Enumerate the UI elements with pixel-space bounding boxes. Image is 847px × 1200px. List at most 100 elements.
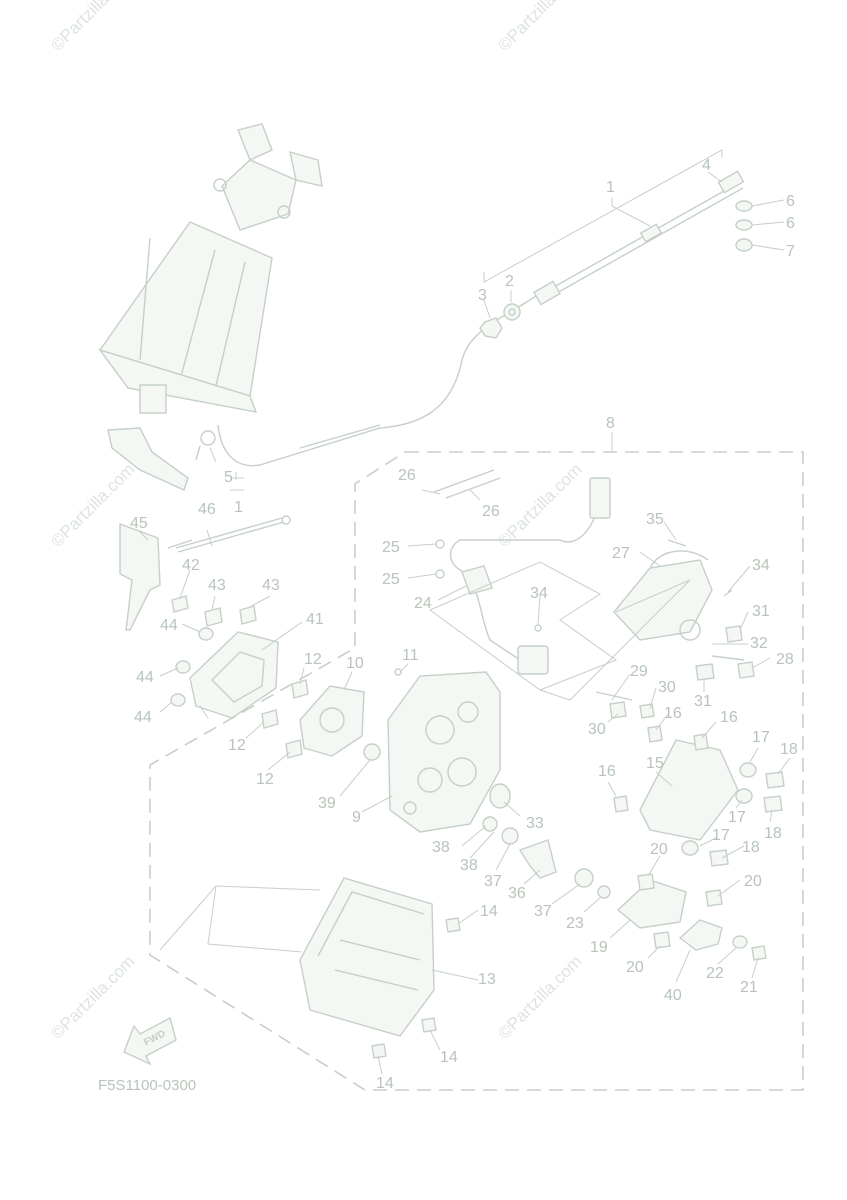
callout-3: 3 xyxy=(478,287,487,304)
bolts-42-43 xyxy=(171,595,257,627)
callout-33: 33 xyxy=(526,815,544,832)
callout-31b: 31 xyxy=(694,693,712,710)
callout-17c: 17 xyxy=(712,827,730,844)
callout-22: 22 xyxy=(706,965,724,982)
callout-18b: 18 xyxy=(764,825,782,842)
callout-21: 21 xyxy=(740,979,758,996)
callout-14c: 14 xyxy=(376,1075,394,1092)
callout-34b: 34 xyxy=(530,585,548,602)
callout-26b: 26 xyxy=(482,503,500,520)
callout-44b: 44 xyxy=(136,669,154,686)
control-rod xyxy=(175,515,291,553)
callout-20b: 20 xyxy=(744,873,762,890)
callout-15: 15 xyxy=(646,755,664,772)
callout-numbers: 1 4 6 6 7 2 3 8 5 1 26 26 35 45 46 25 27… xyxy=(130,157,798,1092)
callout-28: 28 xyxy=(776,651,794,668)
callout-16c: 16 xyxy=(598,763,616,780)
callout-9: 9 xyxy=(352,809,361,826)
callout-44c: 44 xyxy=(134,709,152,726)
callout-12a: 12 xyxy=(304,651,322,668)
watermark-6: ©Partzilla.com xyxy=(494,952,585,1043)
callout-12c: 12 xyxy=(256,771,274,788)
callout-38b: 38 xyxy=(460,857,478,874)
callout-18a: 18 xyxy=(780,741,798,758)
callout-36: 36 xyxy=(508,885,526,902)
gear-cover xyxy=(299,877,435,1037)
watermarks: ©Partzilla.com ©Partzilla.com ©Partzilla… xyxy=(47,0,585,1043)
callout-37b: 37 xyxy=(534,903,552,920)
main-housing xyxy=(363,668,501,833)
callout-16b: 16 xyxy=(720,709,738,726)
lower-bracket xyxy=(616,873,767,961)
nut-and-washer xyxy=(479,303,521,339)
callout-5: 5 xyxy=(224,469,233,486)
callout-24: 24 xyxy=(414,595,432,612)
callout-27: 27 xyxy=(612,545,630,562)
callout-14b: 14 xyxy=(440,1049,458,1066)
callout-26a: 26 xyxy=(398,467,416,484)
callout-16a: 16 xyxy=(664,705,682,722)
callout-30a: 30 xyxy=(658,679,676,696)
fwd-arrow-icon: FWD xyxy=(123,1016,177,1066)
callout-39: 39 xyxy=(318,795,336,812)
column-bracket-parts xyxy=(107,427,216,491)
drawing-code: F5S1100-0300 xyxy=(98,1077,196,1094)
callout-43b: 43 xyxy=(262,577,280,594)
callout-37a: 37 xyxy=(484,873,502,890)
callout-6a: 6 xyxy=(786,193,795,210)
callout-30b: 30 xyxy=(588,721,606,738)
callout-17b: 17 xyxy=(728,809,746,826)
callout-4: 4 xyxy=(702,157,711,174)
cover-screws-14 xyxy=(371,917,461,1059)
link-29-30 xyxy=(595,691,655,719)
bracket-plate xyxy=(119,522,193,631)
wiring-harness xyxy=(433,469,611,675)
callout-45: 45 xyxy=(130,515,148,532)
throttle-cable xyxy=(217,181,744,467)
callout-34a: 34 xyxy=(752,557,770,574)
actuator-27 xyxy=(613,539,733,641)
callout-43a: 43 xyxy=(208,577,226,594)
gear-train xyxy=(482,816,611,899)
callout-29: 29 xyxy=(630,663,648,680)
callout-7: 7 xyxy=(786,243,795,260)
callout-20a: 20 xyxy=(650,841,668,858)
callout-32: 32 xyxy=(750,635,768,652)
callout-23: 23 xyxy=(566,915,584,932)
callout-2: 2 xyxy=(505,273,514,290)
callout-19: 19 xyxy=(590,939,608,956)
callout-38a: 38 xyxy=(432,839,450,856)
callout-6b: 6 xyxy=(786,215,795,232)
callout-12b: 12 xyxy=(228,737,246,754)
callout-10: 10 xyxy=(346,655,364,672)
washers-44 xyxy=(170,627,214,707)
callout-11: 11 xyxy=(402,647,419,664)
callout-25a: 25 xyxy=(382,539,400,556)
callout-46: 46 xyxy=(198,501,216,518)
screws-12 xyxy=(261,679,309,759)
callout-20c: 20 xyxy=(626,959,644,976)
callout-40: 40 xyxy=(664,987,682,1004)
callout-1b: 1 xyxy=(234,499,243,516)
watermark-1: ©Partzilla.com xyxy=(47,0,138,55)
callout-44a: 44 xyxy=(160,617,178,634)
steering-column xyxy=(98,123,323,414)
watermark-4: ©Partzilla.com xyxy=(494,460,585,551)
actuator-bolts xyxy=(695,625,755,681)
callout-25b: 25 xyxy=(382,571,400,588)
assembly-boundary xyxy=(149,451,804,1091)
gear-33 xyxy=(489,783,511,809)
watermark-5: ©Partzilla.com xyxy=(47,952,138,1043)
lever-assembly xyxy=(613,725,785,867)
callout-42: 42 xyxy=(182,557,200,574)
callout-14a: 14 xyxy=(480,903,498,920)
callout-1a: 1 xyxy=(606,179,615,196)
callout-8: 8 xyxy=(606,415,615,432)
callout-17a: 17 xyxy=(752,729,770,746)
callout-41: 41 xyxy=(306,611,324,628)
callout-31a: 31 xyxy=(752,603,770,620)
cable-end-fittings xyxy=(717,170,753,252)
leader-lines xyxy=(139,149,791,1075)
watermark-2: ©Partzilla.com xyxy=(494,0,585,55)
